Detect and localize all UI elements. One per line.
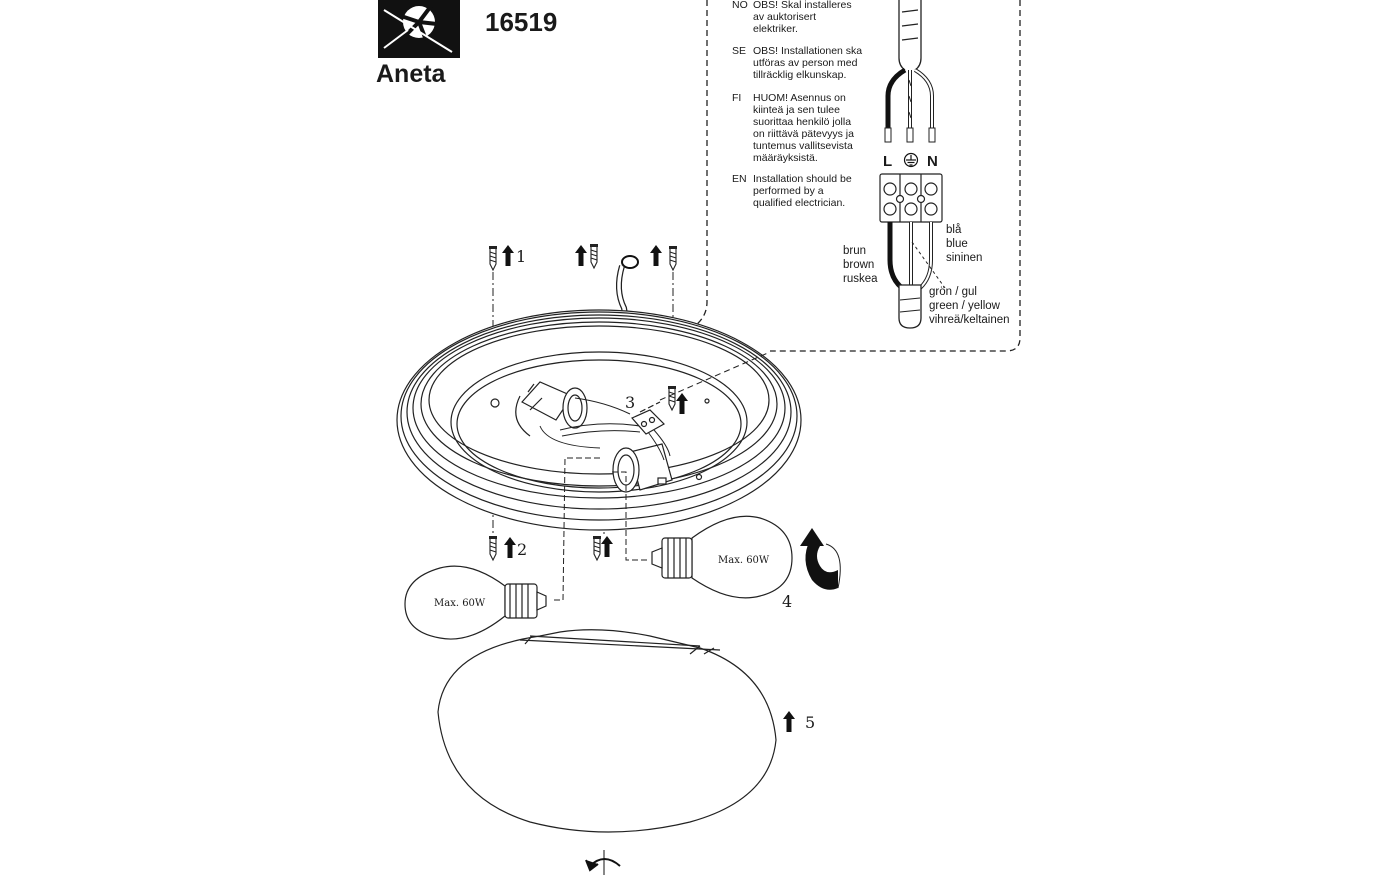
terminal-neutral-label: N <box>927 153 938 170</box>
note-fi-line-2: kiinteä ja sen tulee <box>753 104 840 116</box>
note-en-line-3: qualified electrician. <box>753 197 845 209</box>
note-se-line-2: utföras av person med <box>753 57 858 69</box>
earth-label-line-2: green / yellow <box>929 300 1001 312</box>
note-fi-line-6: määräyksistä. <box>753 152 818 164</box>
safety-notes: NO OBS! Skal installeres av auktorisert … <box>732 0 862 209</box>
lampholder-lower <box>612 443 673 493</box>
up-arrow-icon <box>783 711 795 732</box>
wire-labels: brun brown ruskea blå blue sininen grön … <box>843 224 1010 326</box>
lampholder-upper <box>515 381 588 437</box>
aneta-logo-icon <box>378 0 460 58</box>
terminal-block <box>879 173 943 223</box>
mains-cable <box>884 0 936 143</box>
note-no-line-2: av auktorisert <box>753 11 816 23</box>
earth-label-line-3: vihreä/keltainen <box>929 314 1010 326</box>
lamp-wires <box>887 222 946 329</box>
step-1-label: 1 <box>516 247 526 266</box>
brand-name: Aneta <box>376 60 447 88</box>
up-arrow-icon <box>575 245 587 266</box>
note-code-fi: FI <box>732 92 741 104</box>
blue-label-line-2: blue <box>946 238 968 250</box>
note-en-line-2: performed by a <box>753 185 824 197</box>
note-code-se: SE <box>732 45 746 57</box>
brown-label-line-3: ruskea <box>843 273 878 285</box>
step-5-label: 5 <box>805 713 815 732</box>
glass-shade <box>437 629 777 833</box>
lamp-base <box>396 309 802 531</box>
note-code-en: EN <box>732 173 747 185</box>
up-arrow-icon <box>650 245 662 266</box>
screw-icon <box>668 245 678 271</box>
brown-label-line-2: brown <box>843 259 874 271</box>
note-se-line-3: tillräcklig elkunskap. <box>753 69 846 81</box>
up-arrow-icon <box>504 537 516 558</box>
step-3-label: 3 <box>625 393 635 412</box>
note-fi-line-5: tuntemus vallitsevista <box>753 140 853 152</box>
screw-icon <box>592 535 602 561</box>
bulb-left <box>404 565 547 640</box>
model-number: 16519 <box>485 7 557 37</box>
bulb-right <box>651 515 793 599</box>
internal-wiring <box>539 397 671 461</box>
blue-label-line-1: blå <box>946 224 962 236</box>
bulb-left-rating: Max. 60W <box>434 598 486 609</box>
note-se-line-1: OBS! Installationen ska <box>753 45 862 57</box>
terminal-live-label: L <box>883 153 892 170</box>
note-no-line-1: OBS! Skal installeres <box>753 0 852 11</box>
rotate-arrow-icon <box>585 850 621 875</box>
blue-label-line-3: sininen <box>946 252 982 264</box>
note-fi-line-4: on riittävä pätevyys ja <box>753 128 854 140</box>
connector-block <box>631 401 665 435</box>
screw-icon <box>488 535 498 561</box>
earth-symbol-icon <box>903 152 919 168</box>
up-arrow-icon <box>502 245 514 266</box>
bulb-right-rating: Max. 60W <box>718 555 770 566</box>
earth-label-line-1: grön / gul <box>929 286 977 298</box>
up-arrow-icon <box>601 536 613 557</box>
note-fi-line-1: HUOM! Asennus on <box>753 92 846 104</box>
rotate-arrow-icon <box>800 528 841 590</box>
brown-label-line-1: brun <box>843 245 866 257</box>
screw-icon <box>488 245 498 271</box>
screw-icon <box>589 243 599 269</box>
note-no-line-3: elektriker. <box>753 23 798 35</box>
note-fi-line-3: suorittaa henkilö jolla <box>753 116 851 128</box>
step-2-label: 2 <box>517 540 527 559</box>
note-code-no: NO <box>732 0 748 11</box>
note-en-line-1: Installation should be <box>753 173 852 185</box>
step-4-label: 4 <box>782 592 792 611</box>
